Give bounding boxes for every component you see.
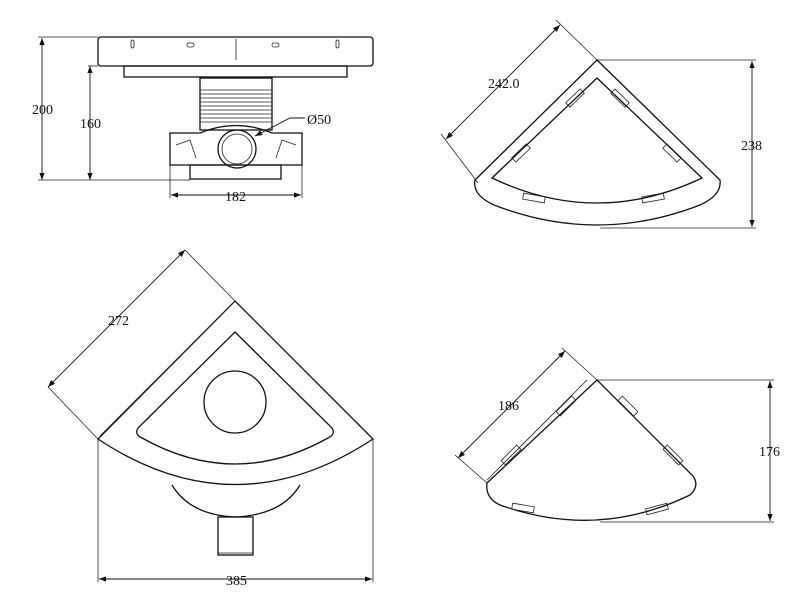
dim-base-width: 182 bbox=[225, 190, 246, 205]
dim-body-height: 160 bbox=[80, 117, 101, 132]
shelf-outline bbox=[486, 379, 697, 521]
dim-total-height: 200 bbox=[32, 103, 53, 118]
dim-depth-238: 238 bbox=[741, 139, 762, 154]
bottom-right-view: 186 176 bbox=[454, 347, 780, 523]
base-body bbox=[169, 124, 303, 166]
dim-outlet-diameter: Ø50 bbox=[307, 113, 331, 128]
base-plate bbox=[189, 164, 282, 180]
dim-width-385: 385 bbox=[226, 574, 247, 589]
drain-circle bbox=[203, 370, 267, 434]
shelf-inner bbox=[490, 77, 704, 204]
side-view: 200 160 182 Ø50 bbox=[32, 36, 374, 205]
dim-edge-length-242: 242.0 bbox=[488, 77, 520, 92]
shelf-outline bbox=[473, 59, 721, 226]
bowl bbox=[171, 484, 301, 518]
dim-edge-length-272: 272 bbox=[108, 314, 129, 329]
lip bbox=[123, 65, 348, 78]
outlet-circle bbox=[217, 129, 257, 169]
dim-edge-length-186: 186 bbox=[498, 399, 519, 414]
basin bbox=[136, 331, 334, 465]
pipe bbox=[217, 516, 254, 556]
plate bbox=[97, 36, 374, 67]
shelf-outline bbox=[96, 300, 375, 486]
bottom-left-view: 272 385 bbox=[47, 249, 375, 589]
top-right-view: 242.0 238 bbox=[440, 19, 762, 229]
dim-depth-176: 176 bbox=[759, 445, 780, 460]
